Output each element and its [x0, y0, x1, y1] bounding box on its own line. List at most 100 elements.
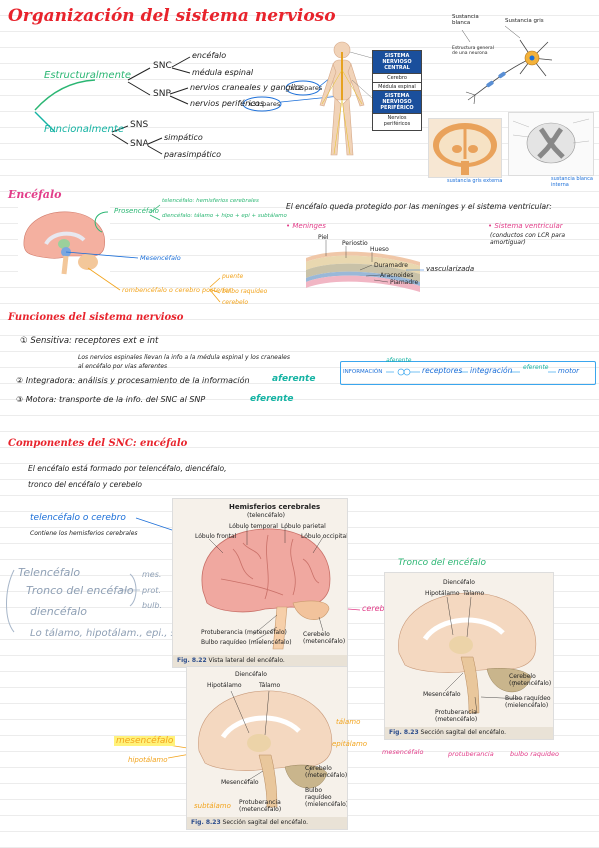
list-telencefalo: Telencéfalo [18, 566, 81, 579]
snp-label: SNP [153, 89, 171, 99]
flow-eferente: eferente [523, 364, 549, 371]
protuberancia-bottom: protuberancia [448, 750, 494, 758]
romb-item-cerebelo: cerebelo [222, 299, 248, 306]
fig23b-talamo: Tálamo [463, 590, 485, 597]
spinal-section [508, 112, 594, 176]
meninges-label: • Meninges [286, 222, 326, 230]
list-tronco: Tronco del encéfalo [26, 584, 134, 597]
fig22-lobulo-occipital: Lóbulo occipital [301, 533, 348, 540]
fig22-lobulo-temporal: Lóbulo temporal [229, 523, 278, 530]
page-title: Organización del sistema nervioso [8, 6, 336, 26]
fig23a-mesencefalo: Mesencéfalo [221, 779, 259, 786]
ventricular-label: • Sistema ventricular [488, 222, 563, 230]
pares-espinales: x31 pares [248, 100, 281, 108]
figure-8-23-left: Diencéfalo Hipotálamo Tálamo Cerebelo (m… [186, 666, 348, 830]
layer-periostio: Periostio [342, 240, 368, 247]
tronco-sub-prot: prot. [142, 586, 161, 595]
funcion-motora: ③ Motora: transporte de la info. del SNC… [16, 395, 206, 404]
flow-informacion: INFORMACIÓN [343, 369, 383, 375]
snp-item-craneales: nervios craneales y ganglios [190, 83, 305, 92]
box-snc-row: Médula espinal [373, 82, 421, 91]
fig23a-bulbo: Bulbo raquídeo (mielencéfalo) [305, 787, 348, 808]
flow-receptores: receptores [422, 366, 463, 375]
pares-craneales: x12 pares [290, 84, 323, 92]
box-snp-row: Nervios periféricos [373, 113, 421, 130]
fig23b-diencefalo: Diencéfalo [443, 579, 475, 586]
vascularizada-label: vascularizada [426, 265, 475, 273]
fig22-protuberancia: Protuberancia (metencéfalo) [201, 629, 287, 636]
layer-piamadre: Piamadre [390, 279, 419, 286]
box-snp-title: SISTEMA NERVIOSO PERIFÉRICO [373, 91, 421, 113]
fig22-header: Hemisferios cerebrales [229, 503, 321, 511]
tronco-title: Tronco del encéfalo [398, 558, 487, 568]
sns-label: SNS [130, 120, 149, 130]
fig22-lobulo-frontal: Lóbulo frontal [195, 533, 237, 540]
protegido-text: El encéfalo queda protegido por las meni… [286, 202, 552, 211]
fig23b-text: Sección sagital del encéfalo. [420, 729, 507, 736]
fig23b-protuberancia: Protuberancia (metencéfalo) [435, 709, 478, 723]
fig23a-cerebelo: Cerebelo (metencéfalo) [305, 765, 348, 779]
flow-box [340, 361, 596, 385]
flow-aferente: aferente [386, 357, 412, 364]
box-snp: SISTEMA NERVIOSO PERIFÉRICO Nervios peri… [372, 90, 422, 131]
funcion-sensitiva-desc2: al encéfalo por vías aferentes [78, 363, 168, 370]
fig22-lobulo-parietal: Lóbulo parietal [281, 523, 326, 530]
romb-item-bulbo: bulbo raquídeo [222, 288, 268, 295]
fig23a-hipotalamo: Hipotálamo [207, 682, 242, 689]
fig23a-number: Fig. 8.23 [191, 819, 221, 826]
tronco-sub-mes: mes. [142, 570, 162, 579]
fig23a-protuberancia: Protuberancia (metencéfalo) [239, 799, 282, 813]
coronal-section [428, 118, 502, 178]
tronco-sub-bulb: bulb. [142, 601, 162, 610]
telencefalo-cerebro-desc: Contiene los hemisferios cerebrales [30, 530, 138, 537]
romb-item-puente: puente [222, 273, 244, 280]
diencefalo-desc: diencéfalo: tálamo + hipo + epi + subtál… [162, 213, 287, 219]
funcion-sensitiva-desc: Los nervios espinales llevan la info a l… [78, 354, 290, 361]
snc-item-medula: médula espinal [192, 68, 254, 77]
fig23a-caption: Fig. 8.23 Sección sagital del encéfalo. [187, 817, 347, 829]
list-diencefalo: diencéfalo [30, 605, 87, 618]
fig22-bulbo: Bulbo raquídeo (mielencéfalo) [201, 639, 292, 646]
fig23a-text: Sección sagital del encéfalo. [222, 819, 309, 826]
fig23b-caption: Fig. 8.23 Sección sagital del encéfalo. [385, 727, 553, 739]
fig23a-diencefalo: Diencéfalo [235, 671, 267, 678]
talamo-tag: tálamo [336, 718, 361, 726]
figure-8-22: Hemisferios cerebrales (telencéfalo) Lób… [172, 498, 348, 668]
fig23b-number: Fig. 8.23 [389, 729, 419, 736]
layer-hueso: Hueso [370, 246, 389, 253]
neuron-top1: Sustancia blanca [452, 14, 479, 26]
hipotalamo-tag: hipotálamo [128, 756, 168, 764]
fig23a-talamo: Tálamo [259, 682, 281, 689]
funcion-sensitiva: ① Sensitiva: receptores ext e int [20, 336, 159, 346]
layer-aracnoides: Aracnoides [380, 272, 414, 279]
flow-motor: motor [558, 367, 580, 375]
mesencefalo-label: Mesencéfalo [140, 254, 181, 262]
fig22-text: Vista lateral del encéfalo. [208, 657, 285, 664]
epitalamo-tag: epitálamo [332, 740, 368, 748]
componentes-title: Componentes del SNC: encéfalo [8, 438, 188, 449]
cerebelo-tag: cerebelo [362, 604, 397, 613]
snc-label: SNC [153, 61, 172, 71]
box-snc-row: Cerebro [373, 73, 421, 82]
box-snc: SISTEMA NERVIOSO CENTRAL Cerebro Médula … [372, 50, 422, 92]
sustancia-blanca-label: sustancia blanca interna [551, 176, 593, 188]
flow-integracion: integración [470, 366, 513, 375]
fig23b-bulbo: Bulbo raquídeo (mielencéfalo) [505, 695, 551, 709]
rombencefalo-label: rombencéfalo o cerebro posterior [122, 286, 232, 294]
fig22-number: Fig. 8.22 [177, 657, 207, 664]
mesencefalo-bottom: mesencéfalo [382, 748, 424, 756]
box-snc-title: SISTEMA NERVIOSO CENTRAL [373, 51, 421, 73]
componentes-intro1: El encéfalo está formado por telencéfalo… [28, 464, 227, 473]
sna-item-simpatico: simpático [164, 133, 203, 142]
fig22-cerebelo: Cerebelo (metencéfalo) [303, 631, 346, 645]
estructural-label: Estructuralmente [44, 70, 131, 81]
sustancia-gris-label: sustancia gris externa [447, 178, 503, 184]
neuron-top2: Sustancia gris [505, 18, 544, 24]
funcional-label: Funcionalmente [44, 124, 124, 135]
